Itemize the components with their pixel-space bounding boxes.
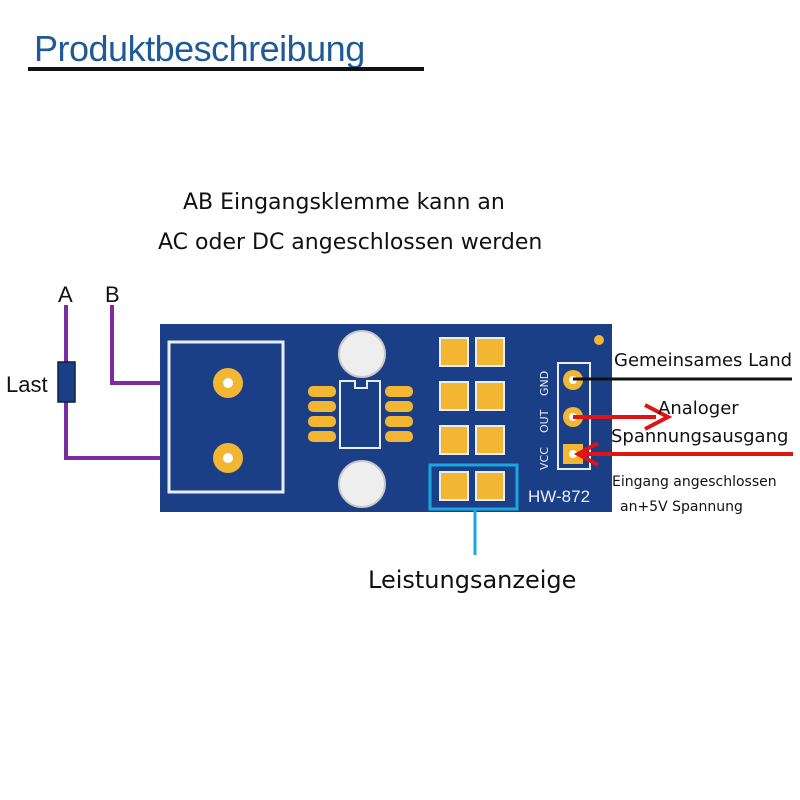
vcc-annotation-line-1: Eingang angeschlossen bbox=[612, 474, 777, 490]
pin-label-vcc: VCC bbox=[538, 447, 551, 470]
page-title: Produktbeschreibung bbox=[34, 28, 365, 69]
load-resistor bbox=[57, 361, 76, 403]
caption-line-1: AB Eingangsklemme kann an bbox=[183, 190, 505, 215]
board-marker-dot bbox=[594, 335, 604, 345]
vcc-arrow-head bbox=[573, 441, 599, 467]
power-indicator-label: Leistungsanzeige bbox=[368, 566, 577, 594]
analog-annotation-line-2: Spannungsausgang bbox=[611, 426, 789, 447]
title-underline bbox=[28, 67, 424, 71]
load-label: Last bbox=[6, 372, 48, 397]
smd-pads bbox=[439, 337, 505, 455]
vcc-annotation-line-2: an+5V Spannung bbox=[620, 499, 743, 515]
pin-label-gnd: GND bbox=[538, 371, 551, 396]
terminal-label-b: B bbox=[105, 282, 120, 307]
chip-footprint bbox=[308, 380, 413, 449]
mounting-hole-bottom bbox=[338, 460, 386, 508]
board-model: HW-872 bbox=[528, 487, 590, 506]
screw-terminal-outline bbox=[167, 340, 285, 494]
mounting-hole-top bbox=[338, 330, 386, 378]
analog-annotation-line-1: Analoger bbox=[658, 398, 739, 419]
pin-label-out: OUT bbox=[538, 409, 551, 433]
gnd-annotation: Gemeinsames Land bbox=[614, 350, 793, 371]
caption-line-2: AC oder DC angeschlossen werden bbox=[158, 230, 543, 255]
terminal-label-a: A bbox=[58, 282, 73, 307]
analog-arrow-head bbox=[644, 403, 673, 431]
